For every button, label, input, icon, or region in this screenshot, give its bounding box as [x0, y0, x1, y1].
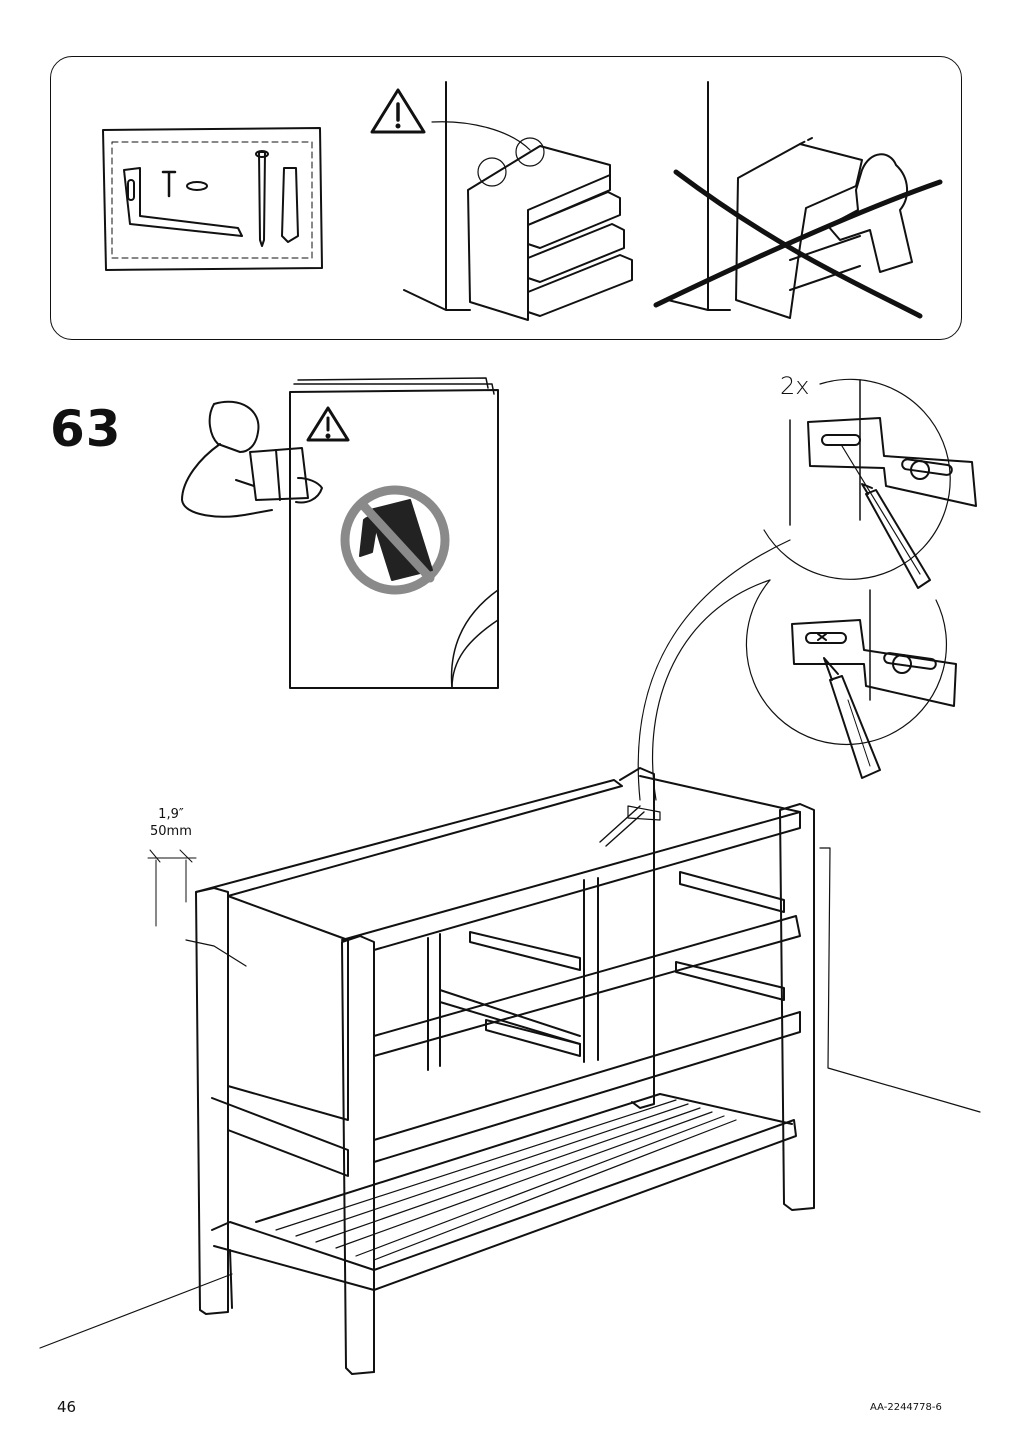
measurement-label: 1,9″ 50mm [150, 806, 192, 840]
step-number: 63 [50, 400, 122, 458]
document-code: AA-2244778-6 [870, 1402, 942, 1413]
measurement-imperial: 1,9″ [158, 807, 184, 822]
quantity-label: 2x [780, 372, 810, 400]
warning-icon [306, 406, 350, 442]
safety-warning-panel [50, 56, 962, 340]
callout-line [652, 579, 771, 801]
page-number: 46 [57, 1398, 77, 1416]
pencil-icon [823, 657, 881, 779]
secured-dresser [403, 81, 633, 321]
warning-icon [370, 88, 426, 134]
detail-bubble-top [763, 378, 977, 580]
reading-person-icon [181, 400, 323, 518]
hardware-bag [102, 127, 323, 271]
no-climbing-example [653, 81, 943, 319]
detail-bubble-bottom [745, 579, 957, 746]
no-climbing-icon [340, 485, 450, 595]
safety-leaflet [289, 377, 499, 689]
callout-line [637, 539, 791, 801]
cabinet-frame [39, 767, 981, 1375]
measurement-metric: 50mm [150, 824, 192, 839]
pencil-icon [861, 483, 931, 589]
